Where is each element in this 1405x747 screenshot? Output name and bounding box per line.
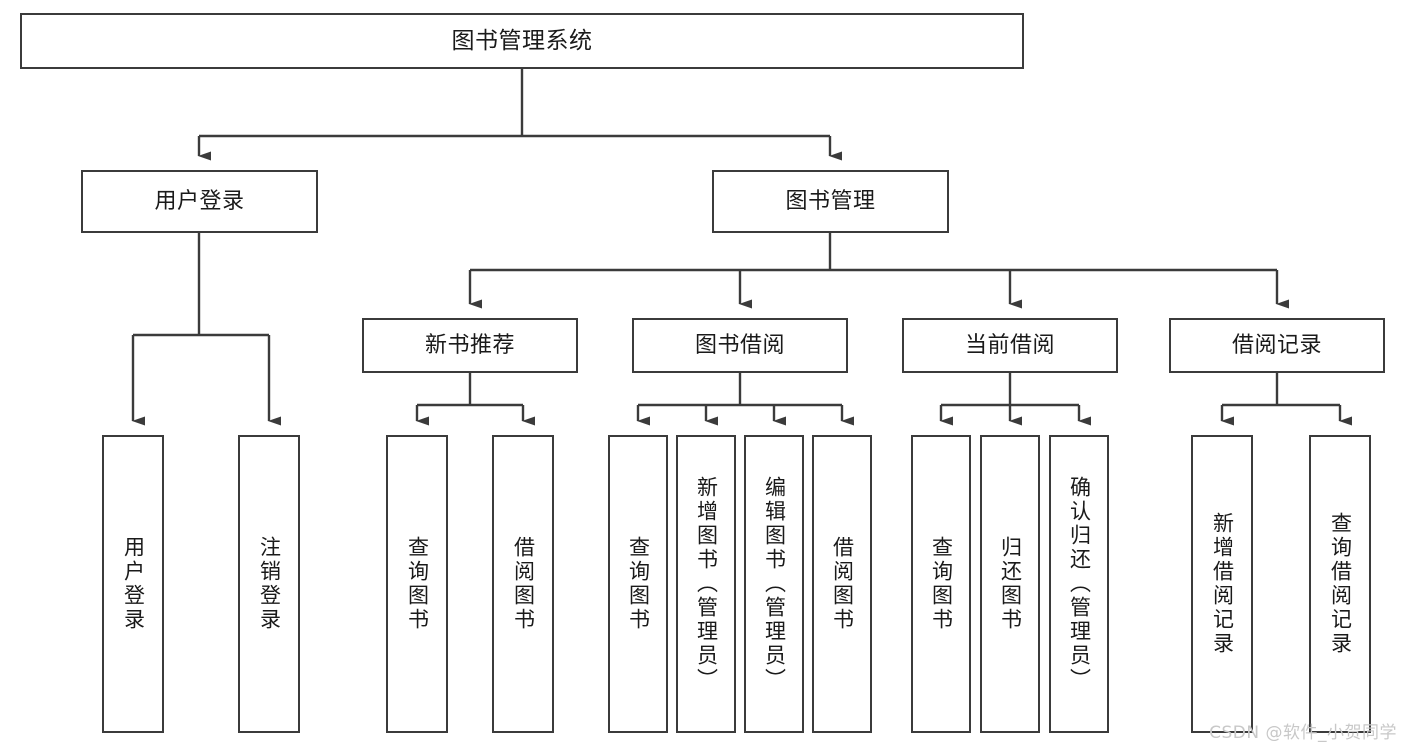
node-label: 图书借阅 <box>694 332 785 358</box>
node-label: 用户登录 <box>121 536 146 632</box>
node-label: 归还图书 <box>998 536 1023 632</box>
node-leaf-borrow-book-1[interactable]: 借阅图书 <box>492 435 554 733</box>
node-leaf-query-book-3[interactable]: 查询图书 <box>911 435 971 733</box>
node-leaf-query-record[interactable]: 查询借阅记录 <box>1309 435 1371 733</box>
node-book-management[interactable]: 图书管理 <box>712 170 949 233</box>
node-leaf-add-book[interactable]: 新增图书（管理员） <box>676 435 736 733</box>
node-label: 借阅图书 <box>830 536 855 632</box>
node-label: 新书推荐 <box>424 332 515 358</box>
node-leaf-user-login[interactable]: 用户登录 <box>102 435 164 733</box>
node-current-borrow[interactable]: 当前借阅 <box>902 318 1118 373</box>
node-leaf-query-book-2[interactable]: 查询图书 <box>608 435 668 733</box>
node-root-book-management-system[interactable]: 图书管理系统 <box>20 13 1024 69</box>
node-label: 图书管理 <box>785 188 876 214</box>
node-leaf-return-book[interactable]: 归还图书 <box>980 435 1040 733</box>
node-leaf-confirm-return[interactable]: 确认归还（管理员） <box>1049 435 1109 733</box>
node-leaf-logout-login[interactable]: 注销登录 <box>238 435 300 733</box>
node-borrow-record[interactable]: 借阅记录 <box>1169 318 1385 373</box>
node-label: 当前借阅 <box>964 332 1055 358</box>
node-label: 借阅图书 <box>511 536 536 632</box>
node-label: 编辑图书（管理员） <box>762 476 787 692</box>
node-book-borrow[interactable]: 图书借阅 <box>632 318 848 373</box>
node-new-book-recommend[interactable]: 新书推荐 <box>362 318 578 373</box>
node-label: 注销登录 <box>257 536 282 632</box>
node-label: 用户登录 <box>154 188 245 214</box>
node-leaf-add-record[interactable]: 新增借阅记录 <box>1191 435 1253 733</box>
node-leaf-borrow-book-2[interactable]: 借阅图书 <box>812 435 872 733</box>
node-leaf-query-book-1[interactable]: 查询图书 <box>386 435 448 733</box>
node-label: 新增借阅记录 <box>1210 512 1235 656</box>
node-leaf-edit-book[interactable]: 编辑图书（管理员） <box>744 435 804 733</box>
node-label: 查询图书 <box>626 536 651 632</box>
node-label: 查询借阅记录 <box>1328 512 1353 656</box>
node-label: 查询图书 <box>405 536 430 632</box>
csdn-watermark: CSDN @软件_小贺同学 <box>1209 723 1397 743</box>
node-label: 查询图书 <box>929 536 954 632</box>
node-label: 新增图书（管理员） <box>694 476 719 692</box>
node-label: 图书管理系统 <box>451 27 593 54</box>
node-user-login[interactable]: 用户登录 <box>81 170 318 233</box>
node-label: 借阅记录 <box>1231 332 1322 358</box>
node-label: 确认归还（管理员） <box>1067 476 1092 692</box>
